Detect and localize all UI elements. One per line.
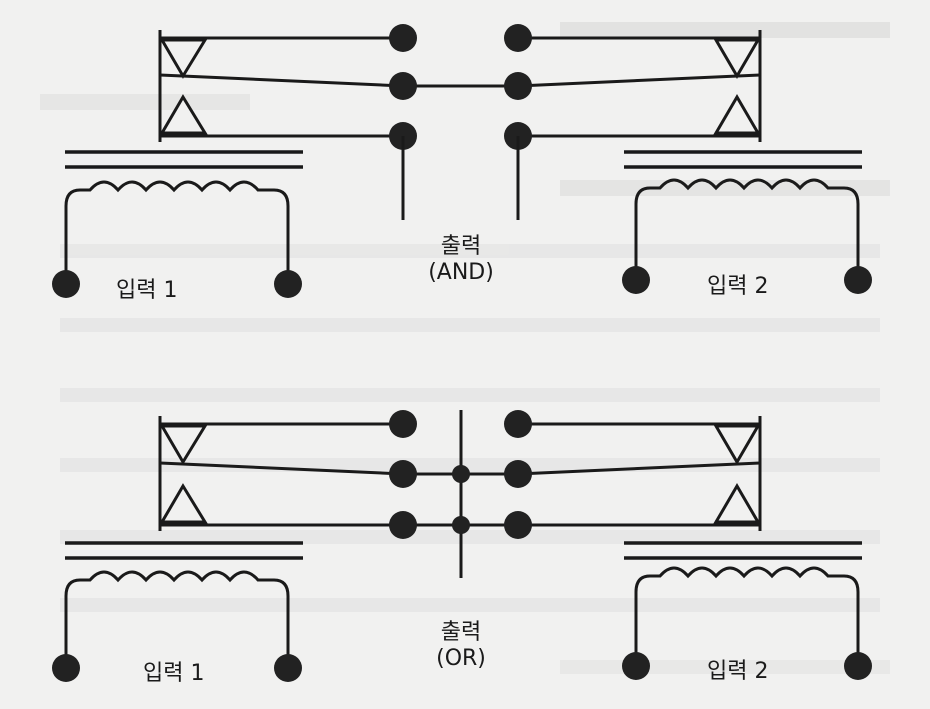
or-left-lower-triangle	[159, 483, 208, 524]
or-input2-label: 입력 2	[707, 659, 769, 684]
and-input1-terminal-right	[274, 270, 302, 298]
or-right-relay	[517, 416, 872, 680]
background-bleed-text	[40, 22, 890, 674]
and-left-contact-mid	[389, 72, 417, 100]
or-left-relay	[52, 416, 404, 682]
or-input1-terminal-right	[274, 654, 302, 682]
or-right-contact-top	[504, 410, 532, 438]
and-left-contact-top	[389, 24, 417, 52]
or-left-contact-bottom	[389, 511, 417, 539]
and-left-lower-triangle	[159, 94, 208, 135]
and-right-coil	[634, 178, 860, 279]
or-input2-terminal-right	[844, 652, 872, 680]
or-right-upper-triangle	[713, 424, 761, 465]
and-input2-label: 입력 2	[707, 274, 769, 299]
and-output-label: 출력	[440, 234, 482, 259]
or-output-sub-label: (OR)	[436, 646, 486, 671]
and-left-arm-wire	[159, 73, 404, 88]
or-left-contact-top	[389, 410, 417, 438]
and-right-contact-mid	[504, 72, 532, 100]
or-right-lower-triangle	[713, 483, 761, 524]
and-input2-terminal-right	[844, 266, 872, 294]
or-left-arm-wire	[159, 461, 404, 476]
and-right-arm-wire	[517, 73, 761, 88]
or-right-contact-mid	[504, 460, 532, 488]
and-output-sub-label: (AND)	[428, 260, 494, 285]
and-right-upper-triangle	[713, 38, 761, 79]
or-input1-terminal-left	[52, 654, 80, 682]
and-circuit	[52, 24, 872, 298]
and-input2-terminal-left	[622, 266, 650, 294]
or-input2-terminal-left	[622, 652, 650, 680]
or-junction-upper	[452, 465, 470, 483]
or-output-label: 출력	[440, 620, 482, 645]
or-left-upper-triangle	[159, 424, 208, 465]
or-right-contact-bottom	[504, 511, 532, 539]
or-left-coil	[64, 570, 290, 667]
or-junction-lower	[452, 516, 470, 534]
and-right-relay	[517, 30, 872, 294]
or-circuit	[52, 410, 872, 682]
or-right-arm-wire	[517, 461, 761, 476]
and-left-upper-triangle	[159, 38, 208, 79]
and-input1-terminal-left	[52, 270, 80, 298]
and-input1-label: 입력 1	[116, 278, 178, 303]
or-right-coil	[634, 566, 860, 665]
and-left-relay	[52, 30, 404, 298]
and-left-coil	[64, 180, 290, 283]
and-right-contact-top	[504, 24, 532, 52]
or-left-contact-mid	[389, 460, 417, 488]
or-input1-label: 입력 1	[143, 661, 205, 686]
and-right-lower-triangle	[713, 94, 761, 135]
